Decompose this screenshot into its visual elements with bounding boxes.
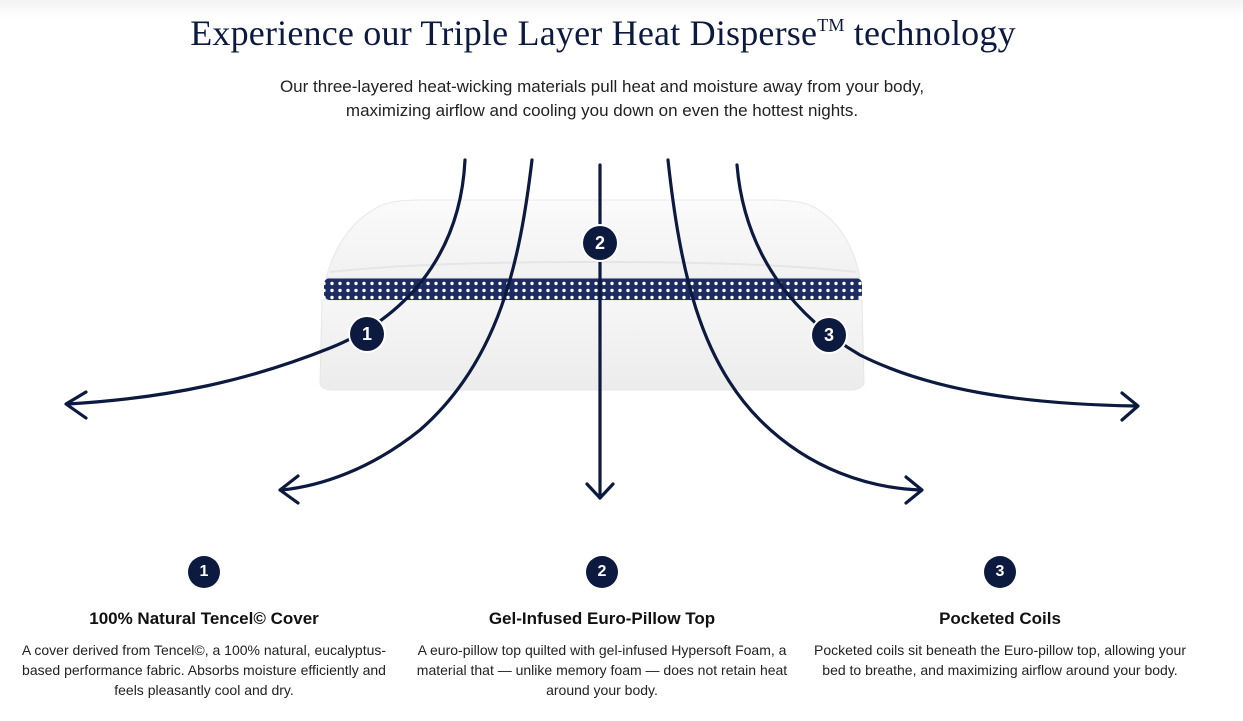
- arrowhead-far-left: [64, 390, 88, 420]
- feature-pocketed-coils: 3 Pocketed Coils Pocketed coils sit bene…: [810, 556, 1190, 680]
- feature-description: A cover derived from Tencel©, a 100% nat…: [21, 642, 387, 698]
- arrowhead-right: [904, 475, 924, 505]
- feature-title: Gel-Infused Euro-Pillow Top: [488, 609, 716, 628]
- arrowhead-far-right: [1120, 391, 1140, 422]
- airflow-arrow-far-left: [66, 158, 467, 406]
- feature-title: 100% Natural Tencel© Cover: [89, 609, 319, 628]
- section-subtitle: Our three-layered heat-wicking materials…: [279, 77, 925, 120]
- feature-description: A euro-pillow top quilted with gel-infus…: [416, 642, 788, 698]
- feature-description: Pocketed coils sit beneath the Euro-pill…: [814, 642, 1186, 678]
- trademark-symbol: TM: [817, 15, 845, 35]
- arrowhead-center: [585, 482, 615, 500]
- airflow-arrow-right: [666, 158, 922, 492]
- mattress-band: [324, 278, 862, 300]
- diagram-marker-1: 1: [350, 317, 384, 351]
- feature-number-badge: 1: [188, 556, 220, 588]
- title-suffix: technology: [844, 13, 1016, 53]
- title-text: Experience our Triple Layer Heat Dispers…: [190, 13, 818, 53]
- airflow-arrow-far-right: [735, 163, 1138, 408]
- top-shadow-bar: [0, 0, 1243, 18]
- heat-disperse-diagram: [64, 158, 1140, 505]
- feature-number-badge: 3: [984, 556, 1016, 588]
- diagram-marker-2: 2: [583, 226, 617, 260]
- feature-number-badge: 2: [586, 556, 618, 588]
- section-title: Experience our Triple Layer Heat Dispers…: [0, 12, 1206, 54]
- feature-euro-pillow-top: 2 Gel-Infused Euro-Pillow Top A euro-pil…: [412, 556, 792, 700]
- feature-title: Pocketed Coils: [939, 609, 1061, 628]
- arrowhead-left: [278, 474, 300, 505]
- diagram-marker-3: 3: [812, 318, 846, 352]
- mattress-image: [319, 199, 865, 391]
- airflow-arrow-left: [280, 158, 534, 492]
- feature-tencel-cover: 1 100% Natural Tencel© Cover A cover der…: [14, 556, 394, 700]
